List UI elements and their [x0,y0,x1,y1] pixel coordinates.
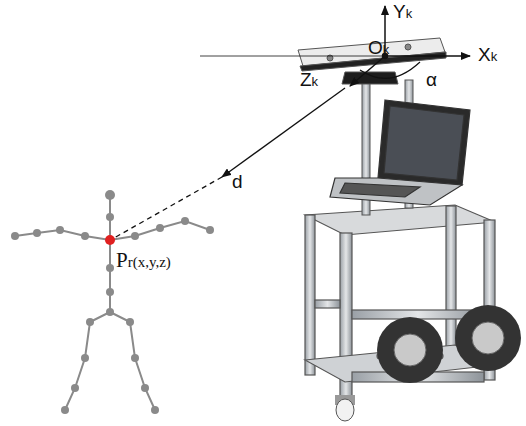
wheel [335,305,521,421]
skeleton [15,195,210,410]
joint [11,190,214,414]
robot-cart [305,205,495,403]
distance-label: d [232,172,243,191]
kinect-sensor [298,38,446,84]
laptop [330,100,470,205]
origin-label: Ok [368,38,389,57]
axis-label: Xk [478,45,497,64]
distance-line [114,88,345,238]
axis-label: Zk [300,70,318,89]
angle-label: α [426,70,437,89]
axis-label: Yk [393,2,412,21]
point-label: Pr(x,y,z) [116,250,171,271]
